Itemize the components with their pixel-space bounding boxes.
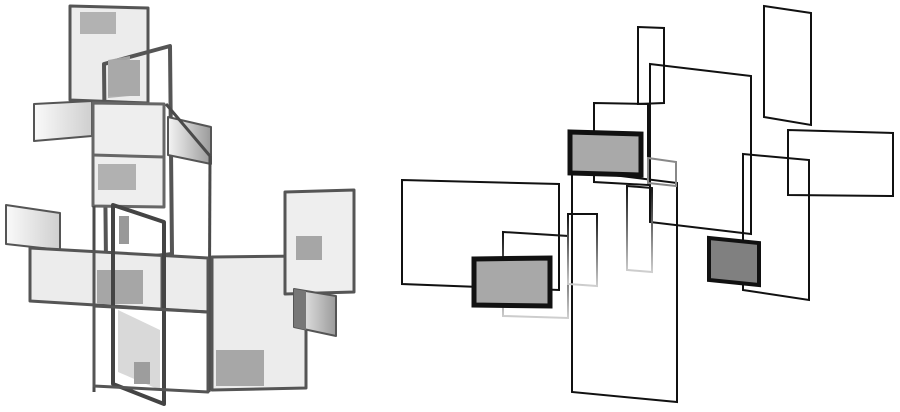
outline-frame-right-wing xyxy=(787,128,894,198)
panel-right-large xyxy=(210,254,308,392)
outline-inset-top xyxy=(567,129,644,178)
wing-right-upper xyxy=(167,116,212,165)
outline-frame-bottom-tall xyxy=(571,168,678,404)
outline-frame-faded-2 xyxy=(647,156,677,188)
inset-top-back xyxy=(80,12,116,34)
outline-frame-far-right xyxy=(763,4,812,127)
inset-lower-wide xyxy=(97,270,143,304)
inset-middle-column xyxy=(98,164,136,190)
inset-right-large xyxy=(216,350,264,386)
frame-tilted-center xyxy=(111,203,166,406)
wing-right-lower xyxy=(293,288,337,337)
outline-frame-slim-top xyxy=(637,25,665,106)
outline-inset-left xyxy=(471,255,553,309)
outline-frame-left-wide xyxy=(401,178,560,292)
panel-middle-column xyxy=(91,101,166,209)
shaded-3d-view xyxy=(5,4,356,406)
panel-lower-wide xyxy=(28,246,210,314)
wing-left-lower xyxy=(5,204,61,251)
inset-tilted-top xyxy=(119,216,129,244)
outline-frame-faded-4 xyxy=(567,213,598,288)
outline-frame-faded-1 xyxy=(626,184,653,274)
inset-right-tall xyxy=(296,236,322,260)
outline-frame-central xyxy=(649,62,752,236)
panel-bottom-left xyxy=(92,304,210,394)
inset-rotated-top xyxy=(108,60,140,96)
outline-3d-view xyxy=(401,4,894,404)
wing-left-upper xyxy=(33,100,93,142)
panel-right-tall xyxy=(283,188,356,296)
outline-inset-right xyxy=(707,235,761,288)
inset-tilted-bottom xyxy=(134,362,150,384)
